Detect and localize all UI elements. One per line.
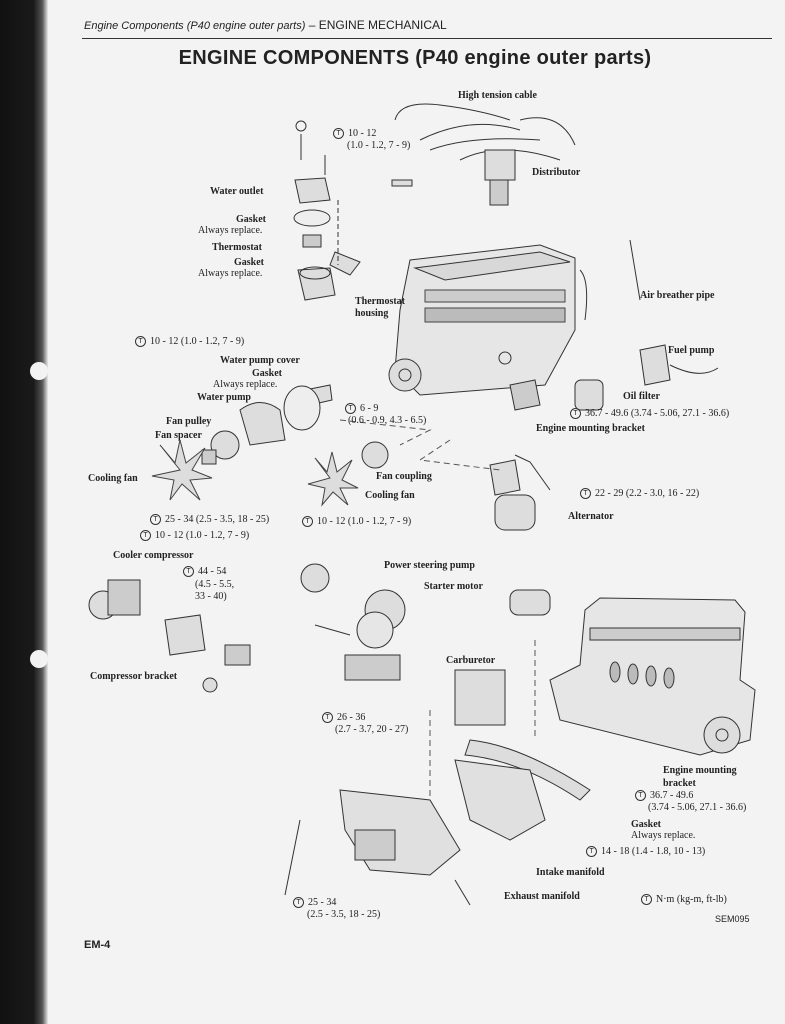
torque-value: 10 - 12 (1.0 - 1.2, 7 - 9)	[302, 516, 411, 528]
label-gasket: Gasket	[252, 368, 282, 379]
torque-value: 22 - 29 (2.2 - 3.0, 16 - 22)	[580, 488, 699, 500]
torque-value: (2.7 - 3.7, 20 - 27)	[335, 724, 409, 735]
torque-value: 10 - 12 (1.0 - 1.2, 7 - 9)	[140, 530, 249, 542]
page-number: EM-4	[84, 939, 111, 951]
label-note: Always replace.	[198, 225, 263, 236]
label-note: Always replace.	[198, 268, 263, 279]
label-note: Always replace.	[631, 830, 696, 841]
label-water-pump-cover: Water pump cover	[220, 355, 300, 366]
torque-value: 14 - 18 (1.4 - 1.8, 10 - 13)	[586, 846, 705, 858]
label-gasket: Gasket	[234, 257, 264, 268]
label-air-breather-pipe: Air breather pipe	[640, 290, 715, 301]
engine-block-lower	[549, 597, 756, 756]
assembly-lines	[339, 419, 536, 800]
torque-value: 36.7 - 49.6	[635, 790, 693, 802]
torque-legend: N·m (kg-m, ft-lb)	[641, 894, 727, 906]
label-fuel-pump: Fuel pump	[668, 345, 715, 356]
label-engine-mounting-bracket: Engine mounting	[663, 765, 737, 776]
label-engine-mounting-bracket: Engine mounting bracket	[536, 423, 645, 434]
label-thermostat: Thermostat	[212, 242, 262, 253]
torque-value: 33 - 40)	[195, 591, 227, 602]
label-high-tension-cable: High tension cable	[458, 90, 537, 101]
label-fan-coupling: Fan coupling	[376, 471, 432, 482]
label-exhaust-manifold: Exhaust manifold	[504, 891, 580, 902]
scan-binding-edge	[0, 0, 48, 1024]
label-oil-filter: Oil filter	[623, 391, 660, 402]
torque-value: (0.6 - 0.9, 4.3 - 6.5)	[348, 415, 427, 426]
cooling-parts-drawing	[201, 120, 389, 469]
power-steering-drawing	[344, 589, 551, 726]
label-thermostat-housing: housing	[355, 308, 389, 319]
torque-value: 10 - 12	[333, 128, 376, 140]
punch-hole	[30, 650, 48, 668]
torque-value: 25 - 34	[293, 897, 336, 909]
torque-value: 6 - 9	[345, 403, 378, 415]
header-chapter: – ENGINE MECHANICAL	[308, 18, 447, 32]
figure-code: SEM095	[715, 914, 750, 924]
label-water-pump: Water pump	[197, 392, 251, 403]
torque-value: (2.5 - 3.5, 18 - 25)	[307, 909, 381, 920]
distributor-drawing	[391, 103, 576, 206]
label-gasket: Gasket	[236, 214, 266, 225]
label-carburetor: Carburetor	[446, 655, 496, 666]
label-intake-manifold: Intake manifold	[536, 867, 605, 878]
punch-hole	[30, 362, 48, 380]
label-distributor: Distributor	[532, 167, 581, 178]
torque-value: 10 - 12 (1.0 - 1.2, 7 - 9)	[135, 336, 244, 348]
label-cooling-fan: Cooling fan	[365, 490, 415, 501]
label-thermostat-housing: Thermostat	[355, 296, 405, 307]
label-alternator: Alternator	[568, 511, 614, 522]
torque-value: 26 - 36	[322, 712, 365, 724]
label-engine-mounting-bracket: bracket	[663, 778, 696, 789]
torque-value: (4.5 - 5.5,	[195, 579, 235, 590]
header-rule	[82, 38, 772, 39]
cooling-fan-drawing	[151, 439, 359, 507]
label-water-outlet: Water outlet	[210, 186, 264, 197]
label-note: Always replace.	[213, 379, 278, 390]
page-title: ENGINE COMPONENTS (P40 engine outer part…	[178, 47, 652, 69]
label-gasket: Gasket	[631, 819, 661, 830]
compressor-drawing	[88, 563, 351, 693]
torque-value: 25 - 34 (2.5 - 3.5, 18 - 25)	[150, 514, 269, 526]
label-compressor-bracket: Compressor bracket	[90, 671, 178, 682]
torque-value: (3.74 - 5.06, 27.1 - 36.6)	[648, 802, 747, 813]
engine-block-upper	[388, 244, 576, 396]
label-cooler-compressor: Cooler compressor	[113, 550, 194, 561]
header-section: Engine Components (P40 engine outer part…	[84, 20, 306, 32]
torque-value: (1.0 - 1.2, 7 - 9)	[347, 140, 411, 151]
right-side-parts-drawing	[489, 239, 719, 531]
label-fan-pulley: Fan pulley	[166, 416, 212, 427]
running-header: Engine Components (P40 engine outer part…	[84, 18, 447, 32]
label-power-steering-pump: Power steering pump	[384, 560, 475, 571]
label-fan-spacer: Fan spacer	[155, 430, 202, 441]
label-starter-motor: Starter motor	[424, 581, 483, 592]
torque-value: 36.7 - 49.6 (3.74 - 5.06, 27.1 - 36.6)	[570, 408, 729, 420]
torque-value: 44 - 54	[183, 566, 226, 578]
label-cooling-fan: Cooling fan	[88, 473, 138, 484]
manifold-drawing	[284, 739, 591, 906]
